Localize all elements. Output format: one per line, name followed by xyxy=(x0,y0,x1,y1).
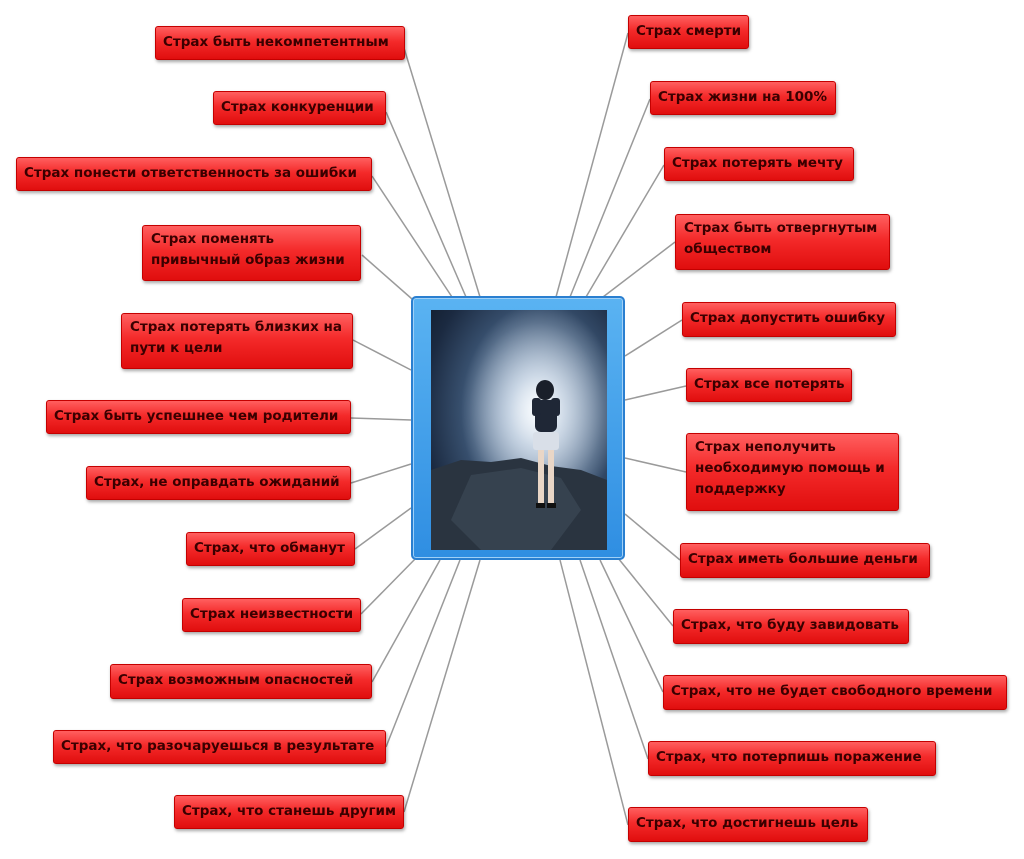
fear-node-disappointment[interactable]: Страх, что разочаруешься в результате xyxy=(53,730,386,764)
fear-node-lose-dream[interactable]: Страх потерять мечту xyxy=(664,147,854,181)
connector xyxy=(579,559,649,760)
connector xyxy=(352,339,412,371)
connector xyxy=(559,559,629,826)
fear-node-no-free-time[interactable]: Страх, что не будет свободного времени xyxy=(663,675,1007,710)
node-label: Страх поменять привычный образ жизни xyxy=(151,231,345,268)
node-label: Страх потерять мечту xyxy=(672,155,843,171)
node-label: Страх быть некомпетентным xyxy=(163,34,389,50)
connector xyxy=(371,175,453,298)
fear-node-defeat[interactable]: Страх, что потерпишь поражение xyxy=(648,741,936,776)
node-label: Страх, что буду завидовать xyxy=(681,617,899,633)
connector xyxy=(403,559,481,813)
connector xyxy=(385,559,461,748)
node-label: Страх неизвестности xyxy=(190,606,354,622)
woman-covering-eyes-photo xyxy=(431,310,607,550)
connector xyxy=(617,557,674,627)
node-label: Страх все потерять xyxy=(694,376,845,392)
node-label: Страх, не оправдать ожиданий xyxy=(94,474,340,490)
connector xyxy=(555,32,629,298)
fear-node-big-money[interactable]: Страх иметь большие деньги xyxy=(680,543,930,578)
photo-illustration xyxy=(431,310,607,550)
node-label: Страх, что не будет свободного времени xyxy=(671,683,993,699)
connector xyxy=(569,98,651,298)
fear-node-rejected[interactable]: Страх быть отвергнутым обществом xyxy=(675,214,890,270)
node-label: Страх жизни на 100% xyxy=(658,89,827,105)
fear-node-death[interactable]: Страх смерти xyxy=(628,15,749,49)
connector xyxy=(350,417,412,421)
fear-node-deceived[interactable]: Страх, что обманут xyxy=(186,532,355,566)
connector xyxy=(403,47,481,298)
fear-node-no-support[interactable]: Страх неполучить необходимую помощь и по… xyxy=(686,433,899,511)
connector xyxy=(602,241,676,298)
fear-node-incompetence[interactable]: Страх быть некомпетентным xyxy=(155,26,405,60)
fear-node-competition[interactable]: Страх конкуренции xyxy=(213,91,386,125)
node-label: Страх возможным опасностей xyxy=(118,672,354,688)
fear-node-lose-all[interactable]: Страх все потерять xyxy=(686,368,852,402)
fear-node-change-lifestyle[interactable]: Страх поменять привычный образ жизни xyxy=(142,225,361,281)
fear-node-unknown[interactable]: Страх неизвестности xyxy=(182,598,361,632)
fear-node-become-other[interactable]: Страх, что станешь другим xyxy=(174,795,404,829)
connector xyxy=(624,319,683,357)
node-label: Страх конкуренции xyxy=(221,99,374,115)
connector xyxy=(599,559,664,693)
fear-node-surpass-parents[interactable]: Страх быть успешнее чем родители xyxy=(46,400,351,434)
connector xyxy=(624,513,681,561)
node-label: Страх потерять близких на пути к цели xyxy=(130,319,342,356)
connector xyxy=(361,254,421,307)
fear-node-live-fully[interactable]: Страх жизни на 100% xyxy=(650,81,836,115)
node-label: Страх, что разочаруешься в результате xyxy=(61,738,375,754)
connector xyxy=(624,385,687,401)
fear-node-dangers[interactable]: Страх возможным опасностей xyxy=(110,664,372,699)
fear-node-lose-loved-ones[interactable]: Страх потерять близких на пути к цели xyxy=(121,313,353,369)
connector xyxy=(354,507,412,550)
node-label: Страх смерти xyxy=(636,23,742,39)
node-label: Страх, что станешь другим xyxy=(182,803,397,819)
fear-node-reach-goal[interactable]: Страх, что достигнешь цель xyxy=(628,807,868,842)
connector xyxy=(350,463,412,484)
node-label: Страх, что достигнешь цель xyxy=(636,815,859,831)
fear-node-envy[interactable]: Страх, что буду завидовать xyxy=(673,609,909,644)
fear-node-expectations[interactable]: Страх, не оправдать ожиданий xyxy=(86,466,351,500)
node-label: Страх иметь большие деньги xyxy=(688,551,918,567)
node-label: Страх неполучить необходимую помощь и по… xyxy=(695,439,885,497)
central-image-node[interactable] xyxy=(411,296,625,560)
fear-node-responsibility[interactable]: Страх понести ответственность за ошибки xyxy=(16,157,372,191)
connector xyxy=(385,111,467,298)
node-label: Страх, что обманут xyxy=(194,540,345,556)
node-label: Страх, что потерпишь поражение xyxy=(656,749,922,765)
node-label: Страх быть отвергнутым обществом xyxy=(684,220,878,257)
node-label: Страх быть успешнее чем родители xyxy=(54,408,339,424)
connector xyxy=(585,164,665,298)
node-label: Страх понести ответственность за ошибки xyxy=(24,165,357,181)
connector xyxy=(624,457,687,473)
connector xyxy=(360,555,419,615)
node-label: Страх допустить ошибку xyxy=(690,310,886,326)
fear-node-mistake[interactable]: Страх допустить ошибку xyxy=(682,302,896,337)
connector xyxy=(371,559,441,683)
